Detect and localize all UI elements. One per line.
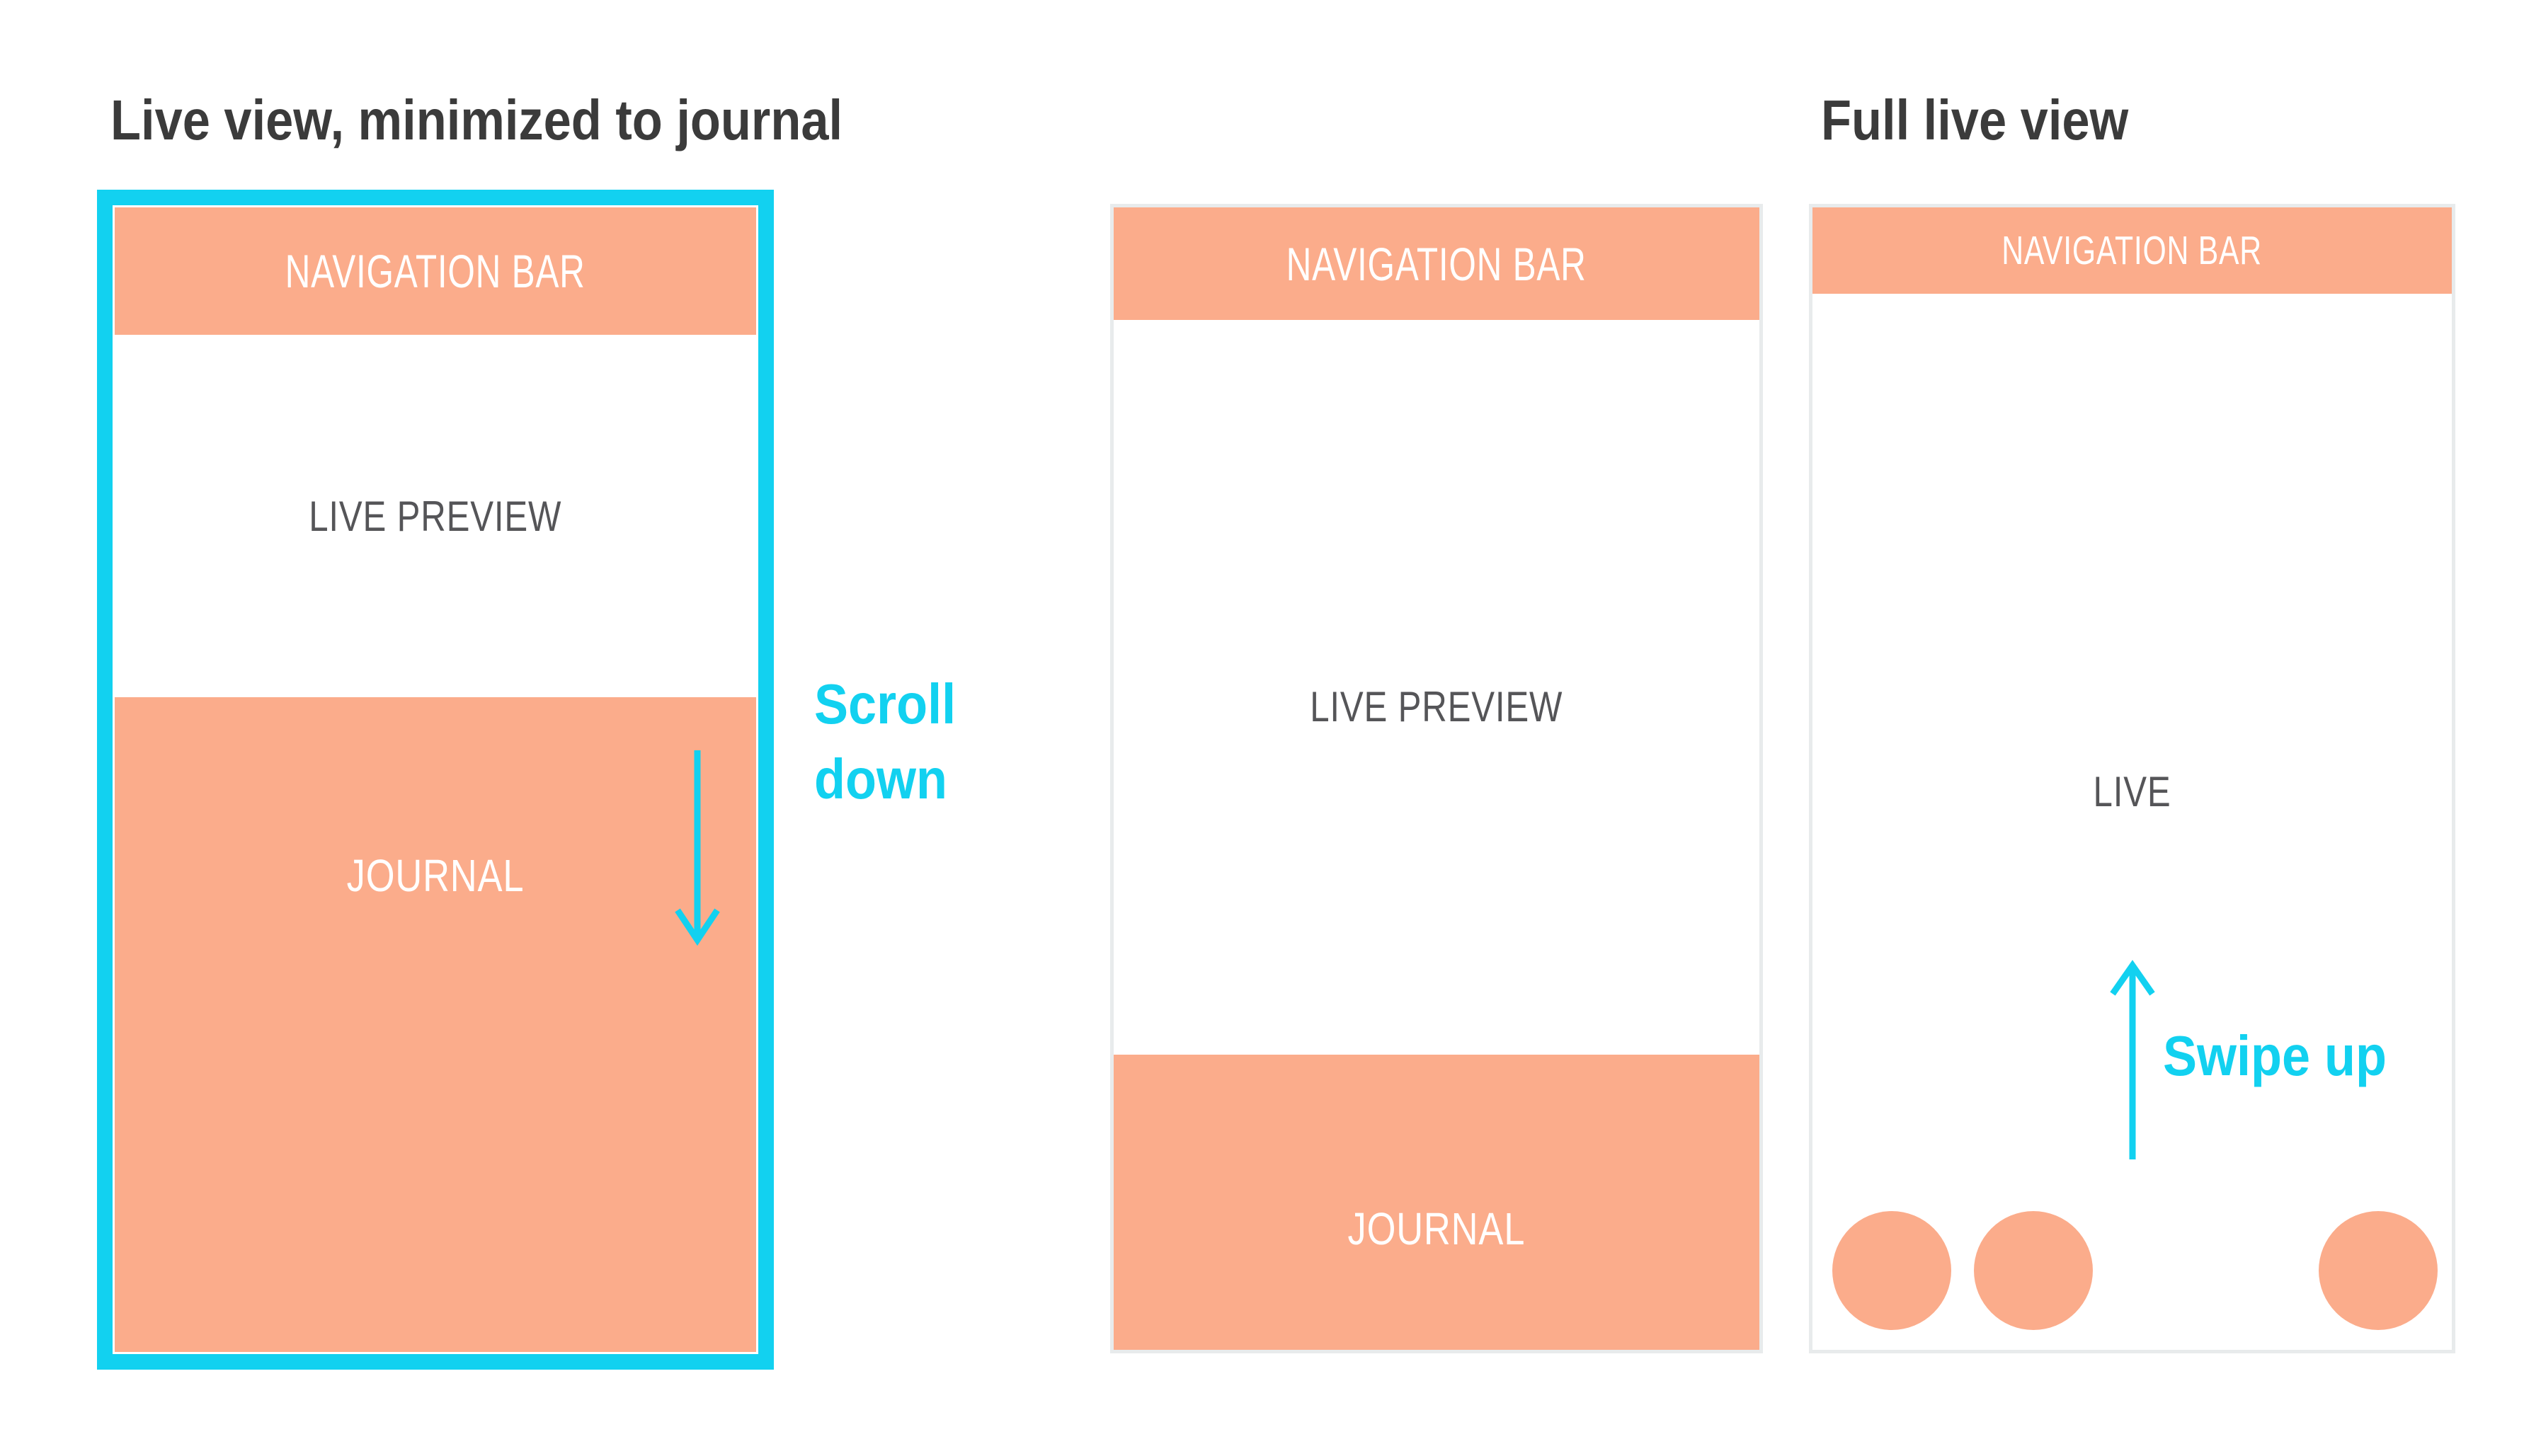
navigation-bar-label: NAVIGATION BAR xyxy=(2002,228,2263,273)
navigation-bar: NAVIGATION BAR xyxy=(1812,207,2452,294)
phone-full-live-screen: NAVIGATION BAR LIVE xyxy=(1812,207,2452,1350)
phone-live-preview: NAVIGATION BAR LIVE PREVIEW JOURNAL xyxy=(1110,204,1763,1353)
live-preview-area: LIVE PREVIEW xyxy=(1114,320,1759,1055)
journal-area: JOURNAL xyxy=(1114,1055,1759,1350)
navigation-bar: NAVIGATION BAR xyxy=(115,207,756,335)
phone-full-live: NAVIGATION BAR LIVE xyxy=(1809,204,2455,1353)
navigation-bar-label: NAVIGATION BAR xyxy=(1286,237,1587,290)
navigation-bar: NAVIGATION BAR xyxy=(1114,207,1759,320)
journal-thumbnail-circle xyxy=(1832,1211,1951,1330)
right-panel-title: Full live view xyxy=(1821,88,2129,151)
phone-minimized-journal-screen: NAVIGATION BAR LIVE PREVIEW JOURNAL xyxy=(115,207,756,1352)
journal-thumbnail-circle xyxy=(1974,1211,2093,1330)
journal-thumbnail-circle xyxy=(2319,1211,2438,1330)
journal-label: JOURNAL xyxy=(346,850,525,901)
swipe-up-annotation: Swipe up xyxy=(2163,1024,2387,1087)
navigation-bar-label: NAVIGATION BAR xyxy=(285,245,586,297)
phone-live-preview-screen: NAVIGATION BAR LIVE PREVIEW JOURNAL xyxy=(1114,207,1759,1350)
phone-minimized-journal: NAVIGATION BAR LIVE PREVIEW JOURNAL xyxy=(97,190,774,1370)
scroll-down-arrow-icon xyxy=(675,750,720,946)
scroll-down-annotation: Scroll down xyxy=(814,672,957,810)
live-preview-label: LIVE PREVIEW xyxy=(1310,682,1563,730)
live-preview-label: LIVE PREVIEW xyxy=(309,492,562,540)
journal-label: JOURNAL xyxy=(1347,1203,1526,1254)
live-label: LIVE xyxy=(2093,768,2171,815)
swipe-up-arrow-icon xyxy=(2110,960,2155,1159)
journal-area: JOURNAL xyxy=(115,697,756,1352)
left-panel-title: Live view, minimized to journal xyxy=(110,88,843,151)
live-preview-area: LIVE PREVIEW xyxy=(115,335,756,697)
